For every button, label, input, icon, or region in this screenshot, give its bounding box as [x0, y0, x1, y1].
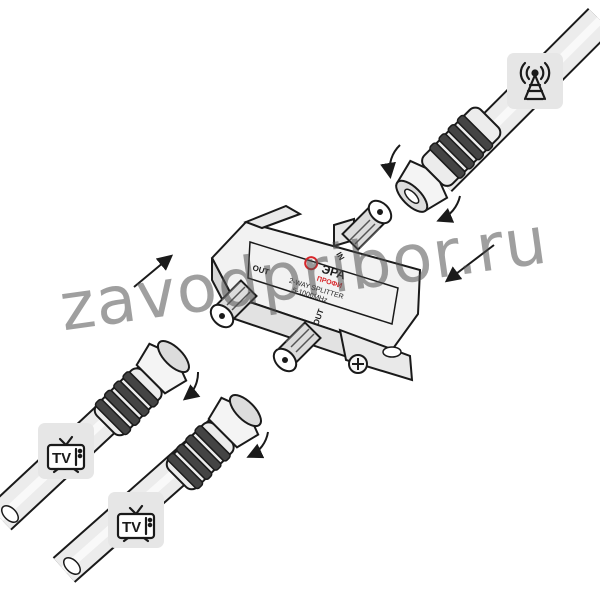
rotate-arrow-icon — [182, 371, 201, 401]
tv-icon — [46, 435, 86, 474]
rotate-arrow-icon — [246, 431, 269, 459]
antenna-f-connector — [395, 106, 502, 213]
antenna-badge — [507, 53, 563, 109]
port-out-right-connector — [272, 321, 322, 373]
direction-arrow-icon — [444, 244, 495, 283]
tv-f-connector-1 — [93, 340, 190, 437]
direction-arrow-icon — [133, 254, 174, 288]
tv-badge-2: TV — [108, 492, 164, 548]
tv-f-connector-2 — [165, 394, 262, 491]
tv-badge-label: TV — [122, 519, 142, 536]
rotate-arrow-icon — [380, 144, 401, 179]
port-in-label: IN — [334, 251, 346, 263]
tv-badge-1: TV — [38, 423, 94, 479]
brand-logo-icon — [304, 256, 319, 271]
port-out-left-connector — [209, 279, 258, 329]
tv-badge-label: TV — [52, 450, 72, 467]
splitter-device: ЭРА ПРОФИ 2-WAY SPLITTER 5-1000MHz IN OU… — [209, 199, 422, 382]
splitter-brand: ЭРА — [320, 262, 348, 283]
tv-icon — [116, 504, 156, 543]
rotate-arrow-icon — [436, 195, 461, 223]
antenna-tower-icon — [519, 61, 551, 101]
port-in-connector — [333, 199, 393, 251]
